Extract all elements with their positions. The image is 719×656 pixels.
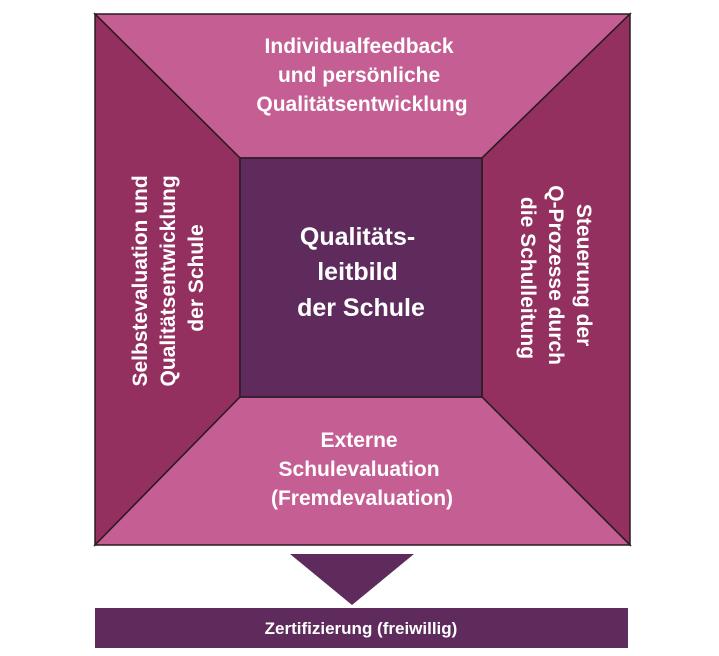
bottom-label-line-1: Externe (321, 429, 398, 452)
certification-label: Zertifizierung (freiwillig) (265, 619, 458, 638)
certification-bar (95, 608, 628, 648)
left-label-line-2: Qualitätsentwicklung (157, 175, 180, 386)
top-label: Individualfeedback und persönliche Quali… (256, 35, 467, 116)
right-label-line-3: die Schulleitung (516, 197, 539, 359)
left-label: Selbstevaluation und Qualitätsentwicklun… (129, 169, 208, 386)
down-arrow (290, 554, 414, 605)
bottom-label: Externe Schulevaluation (Fremdevaluation… (271, 429, 453, 510)
center-square (239, 157, 483, 398)
top-label-line-3: Qualitätsentwicklung (256, 93, 467, 116)
top-label-line-1: Individualfeedback (265, 35, 454, 58)
left-label-line-1: Selbstevaluation und (129, 175, 152, 386)
bottom-label-line-3: (Fremdevaluation) (271, 487, 453, 510)
center-label-line-3: der Schule (297, 294, 425, 322)
left-label-line-3: der Schule (185, 224, 208, 331)
top-label-line-2: und persönliche (278, 64, 440, 87)
right-label: Steuerung der Q-Prozesse durch die Schul… (516, 185, 595, 371)
center-label: Qualitäts- leitbild der Schule (297, 223, 425, 322)
center-label-line-1: Qualitäts- (300, 223, 415, 251)
right-label-line-1: Steuerung der (572, 204, 595, 346)
bottom-label-line-2: Schulevaluation (279, 458, 440, 481)
right-label-line-2: Q-Prozesse durch (544, 185, 567, 365)
center-label-line-2: leitbild (317, 258, 398, 286)
